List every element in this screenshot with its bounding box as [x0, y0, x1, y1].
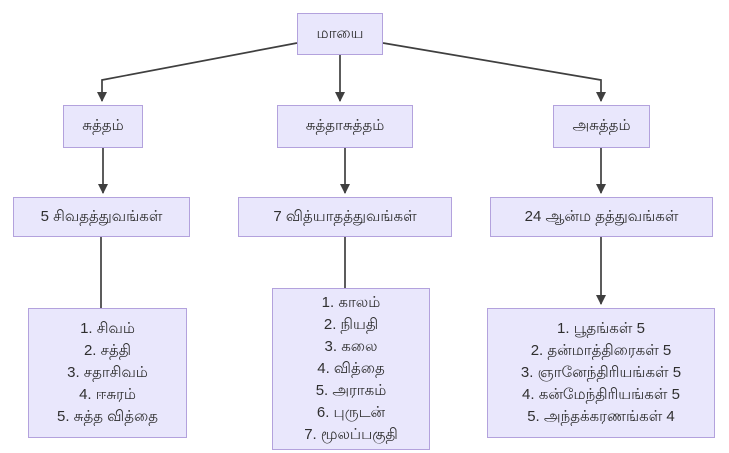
- list-item: 7. மூலப்பகுதி: [304, 426, 398, 443]
- list-item: 3. ஞானேந்திரியங்கள் 5: [520, 364, 682, 381]
- list-item: 2. சத்தி: [83, 342, 132, 359]
- list-item: 2. நியதி: [323, 316, 379, 333]
- list-item: 2. தன்மாத்திரைகள் 5: [530, 342, 672, 359]
- list-item: 1. பூதங்கள் 5: [557, 320, 645, 337]
- list-item: 1. காலம்: [321, 294, 381, 311]
- node-group-siva-tattvas: 5 சிவதத்துவங்கள்: [13, 197, 190, 237]
- list-siva-tattvas: 1. சிவம் 2. சத்தி 3. சதாசிவம் 4. ஈசுரம் 5. ச…: [28, 308, 187, 438]
- node-category-suddham: சுத்தம்: [63, 105, 143, 148]
- list-item: 5. சுத்த வித்தை: [57, 408, 158, 425]
- list-item: 3. கலை: [324, 338, 378, 355]
- list-vidya-tattvas: 1. காலம் 2. நியதி 3. கலை 4. வித்தை 5. அராகம்…: [272, 288, 430, 450]
- list-item: 5. அந்தக்கரணங்கள் 4: [527, 408, 675, 425]
- node-category-asuddham: அசுத்தம்: [553, 105, 650, 148]
- list-item: 4. வித்தை: [317, 360, 385, 377]
- list-item: 6. புருடன்: [316, 404, 386, 421]
- list-anma-tattvas: 1. பூதங்கள் 5 2. தன்மாத்திரைகள் 5 3. ஞானேந…: [487, 308, 715, 438]
- list-item: 4. ஈசுரம்: [79, 386, 136, 403]
- node-category-suddhasuddham: சுத்தாசுத்தம்: [277, 105, 413, 148]
- node-group-anma-tattvas: 24 ஆன்ம தத்துவங்கள்: [490, 197, 713, 237]
- list-item: 5. அராகம்: [315, 382, 387, 399]
- list-item: 4. கன்மேந்திரியங்கள் 5: [522, 386, 680, 403]
- list-item: 3. சதாசிவம்: [67, 364, 148, 381]
- connector-root-to-asuddham: [382, 42, 606, 102]
- connector-root-to-suddham: [97, 42, 298, 102]
- node-root-mayai: மாயை: [297, 13, 383, 55]
- node-group-vidya-tattvas: 7 வித்யாதத்துவங்கள்: [238, 197, 452, 237]
- list-item: 1. சிவம்: [80, 320, 135, 337]
